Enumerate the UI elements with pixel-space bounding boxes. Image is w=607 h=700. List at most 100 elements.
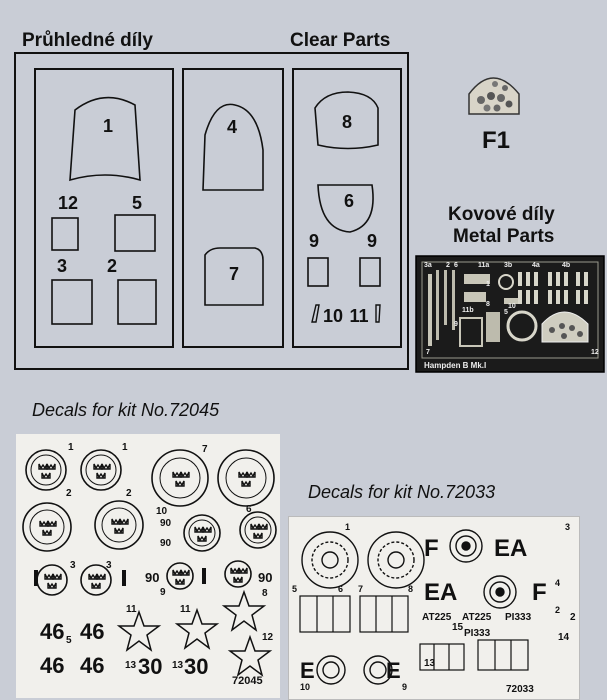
decal-72033-ea-a: EA: [494, 535, 527, 562]
decal-72033-lbl-9: 9: [402, 682, 407, 692]
roundels-72033: [301, 529, 517, 685]
decal-72045-46a: 46: [40, 619, 64, 644]
fret-label-11a: 11a: [478, 262, 489, 269]
clear-part-3-shape: [51, 279, 93, 325]
decal-72045-46c: 46: [40, 653, 64, 678]
decal-72045-lbl-5: 5: [66, 635, 72, 646]
clear-part-1-shape: [69, 96, 141, 182]
decal-72033-lbl-7: 7: [358, 584, 363, 594]
decal-72033-lbl-1: 1: [345, 522, 350, 532]
decal-72045-lbl-1b: 1: [122, 442, 128, 453]
clear-part-8-shape: [314, 91, 379, 150]
clear-part-9a-label: 9: [309, 231, 319, 251]
decal-72045-lbl-9: 9: [160, 587, 166, 598]
decal-72045-lbl-3b: 3: [106, 560, 112, 571]
clear-part-9a-shape: [307, 257, 329, 287]
instrument-panel-thumbnail: [468, 77, 520, 115]
decal-72045-lbl-11a: 11: [126, 604, 137, 615]
decal-72033-pi333-b: PI333: [464, 628, 491, 639]
clear-parts-sprue-frame: [14, 52, 409, 370]
decal-72033-lbl-15: 15: [452, 622, 464, 633]
decal-72045-lbl-2b: 2: [126, 488, 132, 499]
fret-label-11b: 11b: [462, 307, 474, 314]
clear-part-9b-shape: [359, 257, 381, 287]
clear-part-4-label: 4: [227, 117, 237, 137]
fret-label-3b: 3b: [504, 262, 512, 269]
decal-72045-lbl-6: 6: [246, 504, 252, 515]
decal-sheet-72045: [16, 434, 280, 698]
photo-etch-fret: 3a 2 6 11a 3b 4a 4b 1 11b 8 5 9 10 7 12 …: [415, 255, 605, 373]
clear-part-8-label: 8: [342, 112, 352, 132]
decals-72033-title: Decals for kit No.72033: [308, 482, 496, 502]
decal-72033-pi333-a: PI333: [505, 612, 532, 623]
decal-72033-lbl-8: 8: [408, 584, 413, 594]
decal-72045-lbl-11b: 11: [180, 604, 191, 615]
decal-72045-lbl-13a: 13: [125, 660, 137, 671]
clear-part-5-shape: [114, 214, 156, 252]
clear-part-11-shape: [375, 304, 381, 323]
metal-parts-title-cz: Kovové díly: [448, 204, 555, 225]
decal-72045-46b: 46: [80, 619, 104, 644]
decals-72045-title: Decals for kit No.72045: [32, 400, 220, 420]
decal-72033-e-a: E: [300, 658, 315, 683]
clear-parts-panel-3: [292, 68, 402, 348]
decal-72033-f-b: F: [532, 579, 547, 606]
clear-part-2-shape: [117, 279, 157, 325]
decal-72045-lbl-90c: 90: [145, 570, 159, 585]
clear-part-12-label: 12: [58, 193, 78, 213]
clear-part-10-label: 10: [323, 306, 343, 326]
clear-parts-panel-1: [34, 68, 174, 348]
clear-part-5-label: 5: [132, 193, 142, 213]
fret-code: F1: [482, 127, 511, 154]
decal-72033-e-b: E: [386, 658, 401, 683]
decal-72045-30b: 30: [184, 654, 208, 679]
clear-part-3-label: 3: [57, 256, 67, 276]
decal-72033-code: 72033: [506, 684, 534, 695]
decal-72033-lbl-4: 4: [555, 578, 560, 588]
decal-72045-lbl-12: 12: [262, 632, 274, 643]
decal-72033-at225-a: AT225: [422, 612, 452, 623]
fret-label-12: 12: [591, 349, 599, 356]
clear-part-6-shape: [317, 184, 374, 233]
decal-72033-lbl-14: 14: [558, 632, 570, 643]
decal-72033-lbl-13: 13: [424, 658, 436, 669]
fin-flashes-72033: [299, 595, 529, 671]
fret-label-6: 6: [454, 262, 458, 269]
clear-part-6-label: 6: [344, 191, 354, 211]
decal-72045-lbl-7: 7: [202, 444, 208, 455]
decal-72045-46d: 46: [80, 653, 104, 678]
decal-72045-lbl-10: 10: [156, 506, 168, 517]
decal-72033-at225-b: AT225: [462, 612, 492, 623]
clear-part-10-shape: [311, 304, 320, 323]
fret-label-1: 1: [486, 281, 490, 288]
decal-72033-lbl-10: 10: [300, 682, 310, 692]
fret-label-2: 2: [446, 262, 450, 269]
fret-label-8: 8: [486, 301, 490, 308]
fret-label-4a: 4a: [532, 262, 540, 269]
decal-72045-lbl-3a: 3: [70, 560, 76, 571]
clear-part-9b-label: 9: [367, 231, 377, 251]
decal-72045-lbl-2a: 2: [66, 488, 72, 499]
clear-part-1-label: 1: [103, 116, 113, 136]
decal-72045-lbl-13b: 13: [172, 660, 184, 671]
clear-part-7-shape: [204, 247, 264, 306]
fret-label-7: 7: [426, 349, 430, 356]
decal-72045-lbl-90d: 90: [258, 570, 272, 585]
clear-part-12-shape: [51, 217, 79, 251]
fret-label-10: 10: [508, 303, 516, 310]
clear-parts-title-cz: Průhledné díly: [22, 30, 153, 51]
decal-72033-lbl-3: 3: [565, 522, 570, 532]
clear-part-7-label: 7: [229, 264, 239, 284]
clear-part-4-shape: [202, 103, 264, 191]
clear-part-2-label: 2: [107, 256, 117, 276]
decal-72045-lbl-90a: 90: [160, 518, 172, 529]
decal-72045-30a: 30: [138, 654, 162, 679]
decal-72045-lbl-1a: 1: [68, 442, 74, 453]
decal-72033-lbl-5: 5: [292, 584, 297, 594]
fret-caption: Hampden B Mk.I: [424, 361, 486, 370]
fret-label-3a: 3a: [424, 262, 432, 269]
roundels-72045: [22, 449, 277, 596]
fret-label-9: 9: [454, 321, 458, 328]
decal-72033-ea-b: EA: [424, 579, 457, 606]
